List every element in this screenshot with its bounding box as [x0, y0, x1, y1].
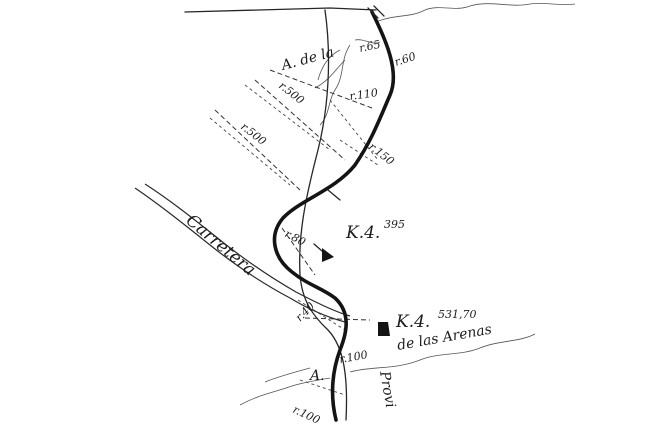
track-crossmark-1	[327, 189, 341, 201]
carretera-road-edge-1	[134, 187, 346, 323]
stream-upper-right	[375, 3, 576, 23]
label-carretera: Carretera	[182, 211, 260, 281]
label-r60: r.60	[393, 50, 418, 69]
label-arroyo-top: A. de la	[278, 45, 336, 75]
stream-branch	[314, 39, 381, 89]
projection-line-6	[329, 99, 379, 161]
label-km-b-sup: 531,70	[438, 308, 477, 321]
label-r100: r.100	[338, 348, 368, 366]
label-km-b: K.4.	[395, 312, 430, 332]
stream-bottom-left	[239, 367, 331, 406]
projection-line-1	[254, 79, 346, 161]
stream-upper-left	[317, 44, 351, 126]
projection-line-5	[269, 69, 373, 109]
label-r100-bottom: r.100	[291, 403, 322, 426]
label-r500-b: r.500	[238, 120, 268, 148]
label-provincia: Provi	[376, 369, 398, 409]
label-km-a-sup: 395	[384, 218, 405, 231]
label-a-bottom: A.	[308, 368, 325, 384]
projection-line-7	[339, 139, 379, 166]
projection-line-10	[304, 317, 371, 321]
label-r80: r.80	[283, 227, 308, 249]
projection-line-3	[214, 109, 301, 191]
old-alignment-line	[299, 9, 348, 421]
carretera-road-edge-2	[144, 183, 351, 317]
track-crossmark-3	[367, 5, 385, 19]
projection-line-4	[209, 117, 291, 186]
label-km-a: K.4.	[345, 223, 380, 243]
km-flag-icon-1	[322, 248, 334, 262]
label-r150: r.150	[366, 140, 396, 168]
projection-line-8	[281, 227, 316, 276]
stream-bottom-right	[349, 333, 536, 373]
label-r110: r.110	[349, 86, 379, 103]
top-boundary-line	[184, 7, 377, 13]
label-r40: r.40	[293, 300, 317, 324]
label-r65: r.65	[358, 38, 382, 55]
km-flag-icon-2	[378, 322, 390, 336]
main-railway-line	[272, 10, 396, 422]
